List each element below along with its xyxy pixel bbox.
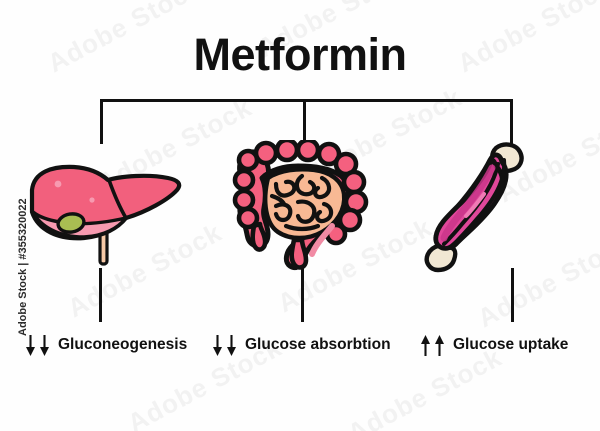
connector-stem-intestine [303, 99, 306, 144]
label-gluconeogenesis: Gluconeogenesis [25, 332, 187, 358]
connector-stem-liver [100, 99, 103, 144]
muscle-illustration [418, 142, 530, 274]
arrow-down-icon [40, 334, 49, 356]
stem-line-intestine [301, 268, 304, 322]
intestine-illustration [232, 137, 377, 272]
arrow-up-icon [421, 334, 430, 356]
label-text: Gluconeogenesis [58, 336, 188, 353]
arrow-down-icon [227, 334, 236, 356]
arrow-group-up [420, 334, 445, 356]
stem-line-liver [99, 268, 102, 322]
label-text: Glucose absorbtion [245, 336, 391, 353]
label-glucose-uptake: Glucose uptake [420, 332, 568, 358]
arrow-down-icon [26, 334, 35, 356]
arrow-group-down [25, 334, 50, 356]
connector-horizontal-line [100, 99, 513, 102]
arrow-down-icon [213, 334, 222, 356]
liver-illustration [22, 160, 187, 270]
connector-stem-muscle [510, 99, 513, 144]
arrow-group-down [212, 334, 237, 356]
stem-line-muscle [511, 268, 514, 322]
label-text: Glucose uptake [453, 336, 569, 353]
page-title: Metformin [193, 29, 408, 80]
label-glucose-absorbtion: Glucose absorbtion [212, 332, 391, 358]
arrow-up-icon [435, 334, 444, 356]
